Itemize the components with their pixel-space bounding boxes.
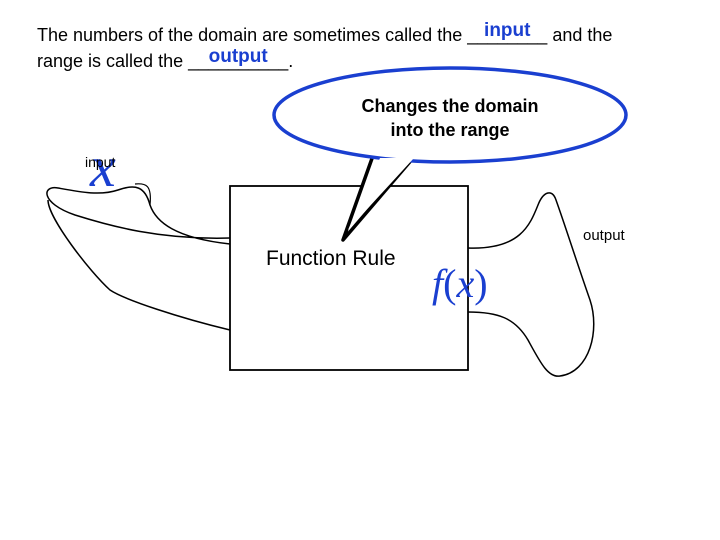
speech-bubble-line-1: Changes the domain xyxy=(320,94,580,118)
fx-function-name: f xyxy=(432,261,443,306)
speech-bubble-line-2: into the range xyxy=(320,118,580,142)
input-funnel xyxy=(47,187,230,330)
function-rule-label: Function Rule xyxy=(266,247,396,271)
output-expression-fx: f(x) xyxy=(432,262,488,306)
fx-open-paren: ( xyxy=(443,261,456,306)
output-label: output xyxy=(583,227,625,244)
fx-close-paren: ) xyxy=(474,261,487,306)
fx-argument: x xyxy=(456,261,474,306)
speech-bubble-text: Changes the domain into the range xyxy=(320,94,580,142)
input-label: input xyxy=(85,154,115,170)
